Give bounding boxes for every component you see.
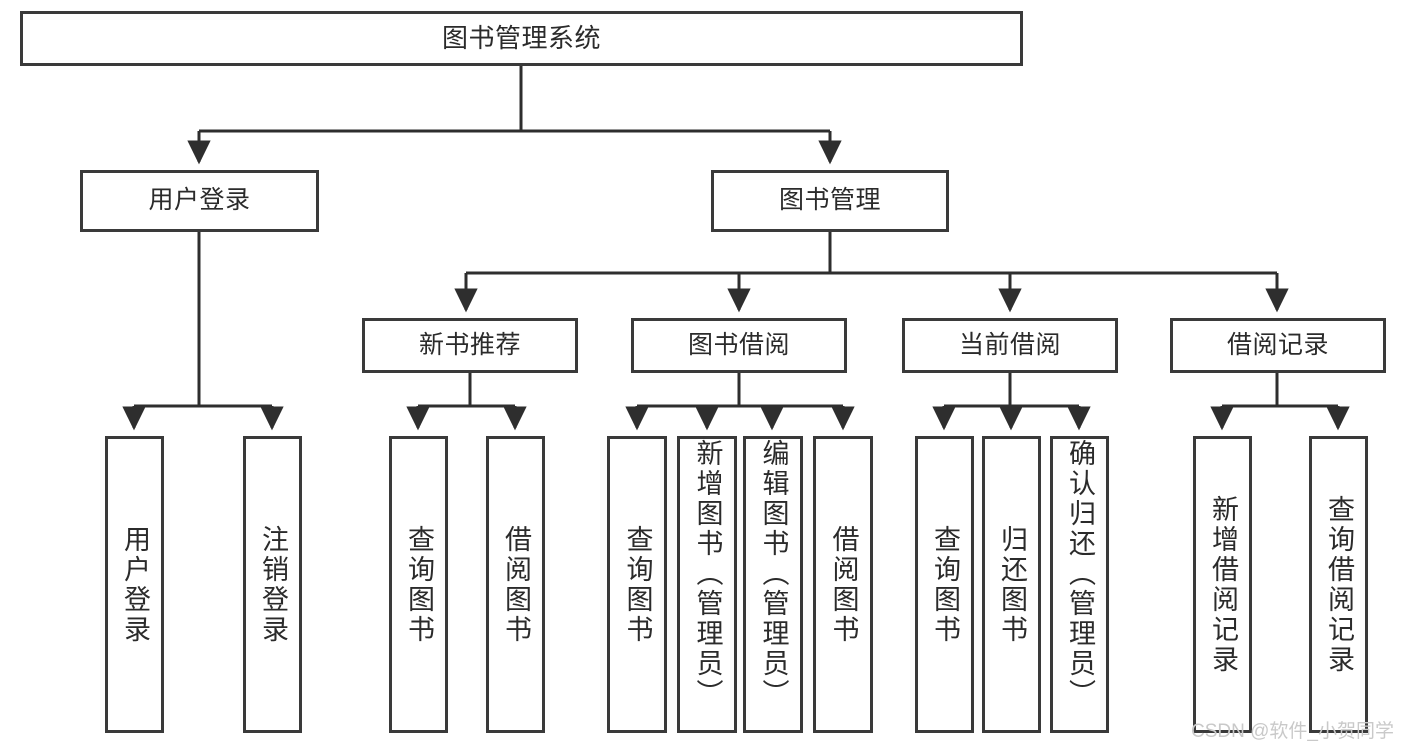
- node-label: 确认归还（管理员）: [1065, 439, 1095, 709]
- leaf-new-book-borrow-book[interactable]: 借阅图书: [486, 436, 545, 733]
- leaf-new-book-query-book[interactable]: 查询图书: [389, 436, 448, 733]
- node-label: 图书借阅: [687, 330, 790, 359]
- node-borrow-record[interactable]: 借阅记录: [1170, 318, 1386, 373]
- leaf-current-borrow-query-book[interactable]: 查询图书: [915, 436, 974, 733]
- leaf-borrow-record-query-record[interactable]: 查询借阅记录: [1309, 436, 1368, 733]
- node-label: 新书推荐: [418, 330, 521, 359]
- node-label: 新增图书（管理员）: [692, 439, 723, 709]
- leaf-user-login-login[interactable]: 用户登录: [105, 436, 164, 733]
- node-label: 借阅图书: [828, 524, 859, 645]
- node-label: 查询图书: [622, 524, 653, 645]
- node-label: 当前借阅: [958, 330, 1061, 359]
- leaf-user-login-logout[interactable]: 注销登录: [243, 436, 302, 733]
- leaf-current-borrow-confirm-return[interactable]: 确认归还（管理员）: [1050, 436, 1109, 733]
- node-label: 图书管理: [778, 186, 881, 215]
- node-label: 编辑图书（管理员）: [758, 439, 789, 709]
- leaf-book-borrow-add-book[interactable]: 新增图书（管理员）: [677, 436, 737, 733]
- node-label: 新增借阅记录: [1208, 494, 1238, 675]
- leaf-current-borrow-return-book[interactable]: 归还图书: [982, 436, 1041, 733]
- leaf-book-borrow-borrow-book[interactable]: 借阅图书: [813, 436, 873, 733]
- node-label: 用户登录: [148, 186, 251, 215]
- node-label: 借阅记录: [1226, 330, 1329, 359]
- csdn-watermark: CSDN @软件_小贺同学: [1191, 721, 1394, 742]
- leaf-book-borrow-edit-book[interactable]: 编辑图书（管理员）: [743, 436, 803, 733]
- node-current-borrow[interactable]: 当前借阅: [902, 318, 1118, 373]
- node-root-book-management-system[interactable]: 图书管理系统: [20, 11, 1023, 66]
- node-label: 用户登录: [120, 524, 150, 645]
- node-label: 图书管理系统: [441, 23, 601, 54]
- node-book-borrow[interactable]: 图书借阅: [631, 318, 847, 373]
- node-label: 查询图书: [930, 524, 960, 645]
- leaf-book-borrow-query-book[interactable]: 查询图书: [607, 436, 667, 733]
- node-label: 注销登录: [258, 524, 288, 645]
- leaf-borrow-record-add-record[interactable]: 新增借阅记录: [1193, 436, 1252, 733]
- node-label: 查询借阅记录: [1324, 494, 1354, 675]
- node-book-management[interactable]: 图书管理: [711, 170, 949, 232]
- node-label: 归还图书: [997, 524, 1027, 645]
- node-label: 借阅图书: [501, 524, 531, 645]
- node-new-book-recommend[interactable]: 新书推荐: [362, 318, 578, 373]
- node-label: 查询图书: [404, 524, 434, 645]
- node-user-login[interactable]: 用户登录: [80, 170, 319, 232]
